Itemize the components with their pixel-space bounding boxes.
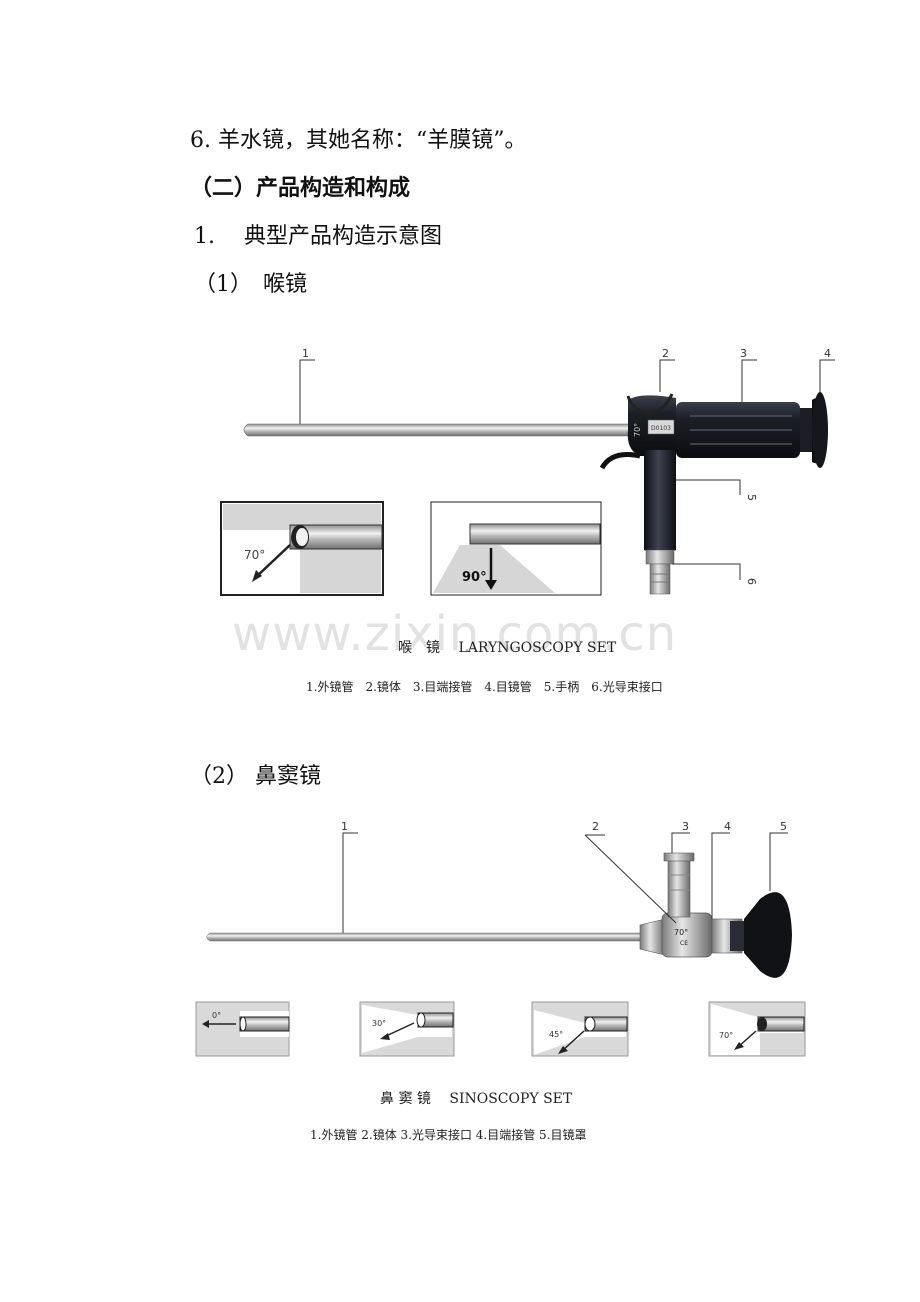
inset-0-degree: 0° [195, 1001, 290, 1057]
callout-3: 3 [740, 347, 747, 360]
sinoscope-callout-3: 3 [682, 820, 689, 833]
handle [644, 450, 676, 553]
inset-70-degree-sino: 70° [708, 1001, 806, 1057]
inset-angle-0: 0° [212, 1011, 221, 1020]
sinoscope-callout-5: 5 [780, 820, 787, 833]
sinoscope-caption: 鼻 窦 镜 SINOSCOPY SET [380, 1091, 573, 1107]
callout-2: 2 [662, 347, 669, 360]
subheading-diagram: 1. 典型产品构造示意图 [194, 224, 442, 249]
laryngoscope-legend: 1.外镜管 2.镜体 3.目端接管 4.目镜管 5.手柄 6.光导束接口 [306, 680, 663, 694]
laryngoscope-figure: D0103 70° 1 2 3 4 5 6 70° [220, 347, 835, 596]
callout-1: 1 [302, 347, 309, 360]
sinoscope-shaft [206, 932, 646, 942]
sinoscope-legend: 1.外镜管 2.镜体 3.光导束接口 4.目端接管 5.目镜罩 [310, 1128, 587, 1142]
light-post [667, 856, 691, 918]
inset-angle-30: 30° [372, 1019, 386, 1028]
inset-30-degree: 30° [359, 1001, 455, 1057]
inset-70-degree: 70° [220, 501, 384, 596]
inset-angle-45: 45° [549, 1030, 563, 1039]
sinoscope-callout-4: 4 [724, 820, 731, 833]
eyepiece-cup [744, 892, 792, 978]
callout-6: 6 [745, 578, 758, 585]
body-engraving-angle: 70° [633, 423, 642, 437]
laryngoscope-caption: 喉 镜 LARYNGOSCOPY SET [398, 640, 617, 656]
outer-tube [243, 423, 631, 437]
light-connector [649, 563, 671, 595]
sinoscope-callout-2: 2 [592, 820, 599, 833]
watermark: www.zixin.com.cn [232, 606, 678, 662]
subheading-sinoscope: （2） 鼻窦镜 [190, 764, 321, 789]
inset-45-degree: 45° [531, 1001, 629, 1057]
sinoscope-engraving-angle: 70° [674, 928, 688, 937]
inset-angle-70: 70° [244, 548, 265, 562]
inset-90-degree: 90° [430, 501, 602, 596]
inset-angle-70-sino: 70° [719, 1031, 733, 1040]
callout-5: 5 [745, 494, 758, 501]
inset-angle-90: 90° [462, 570, 487, 585]
callout-4: 4 [824, 347, 831, 360]
section-heading: （二）产品构造和构成 [190, 176, 411, 201]
body-engraving-code: D0103 [651, 425, 671, 432]
sinoscope-engraving-ce: CE [680, 940, 688, 947]
sinoscope-figure: 70° CE 1 2 3 4 5 0° 30° [195, 820, 806, 1057]
subheading-laryngoscope: （1） 喉镜 [194, 272, 307, 297]
line-amnioscope: 6. 羊水镜，其她名称：“羊膜镜”。 [190, 128, 527, 153]
sinoscope-callout-1: 1 [341, 820, 348, 833]
